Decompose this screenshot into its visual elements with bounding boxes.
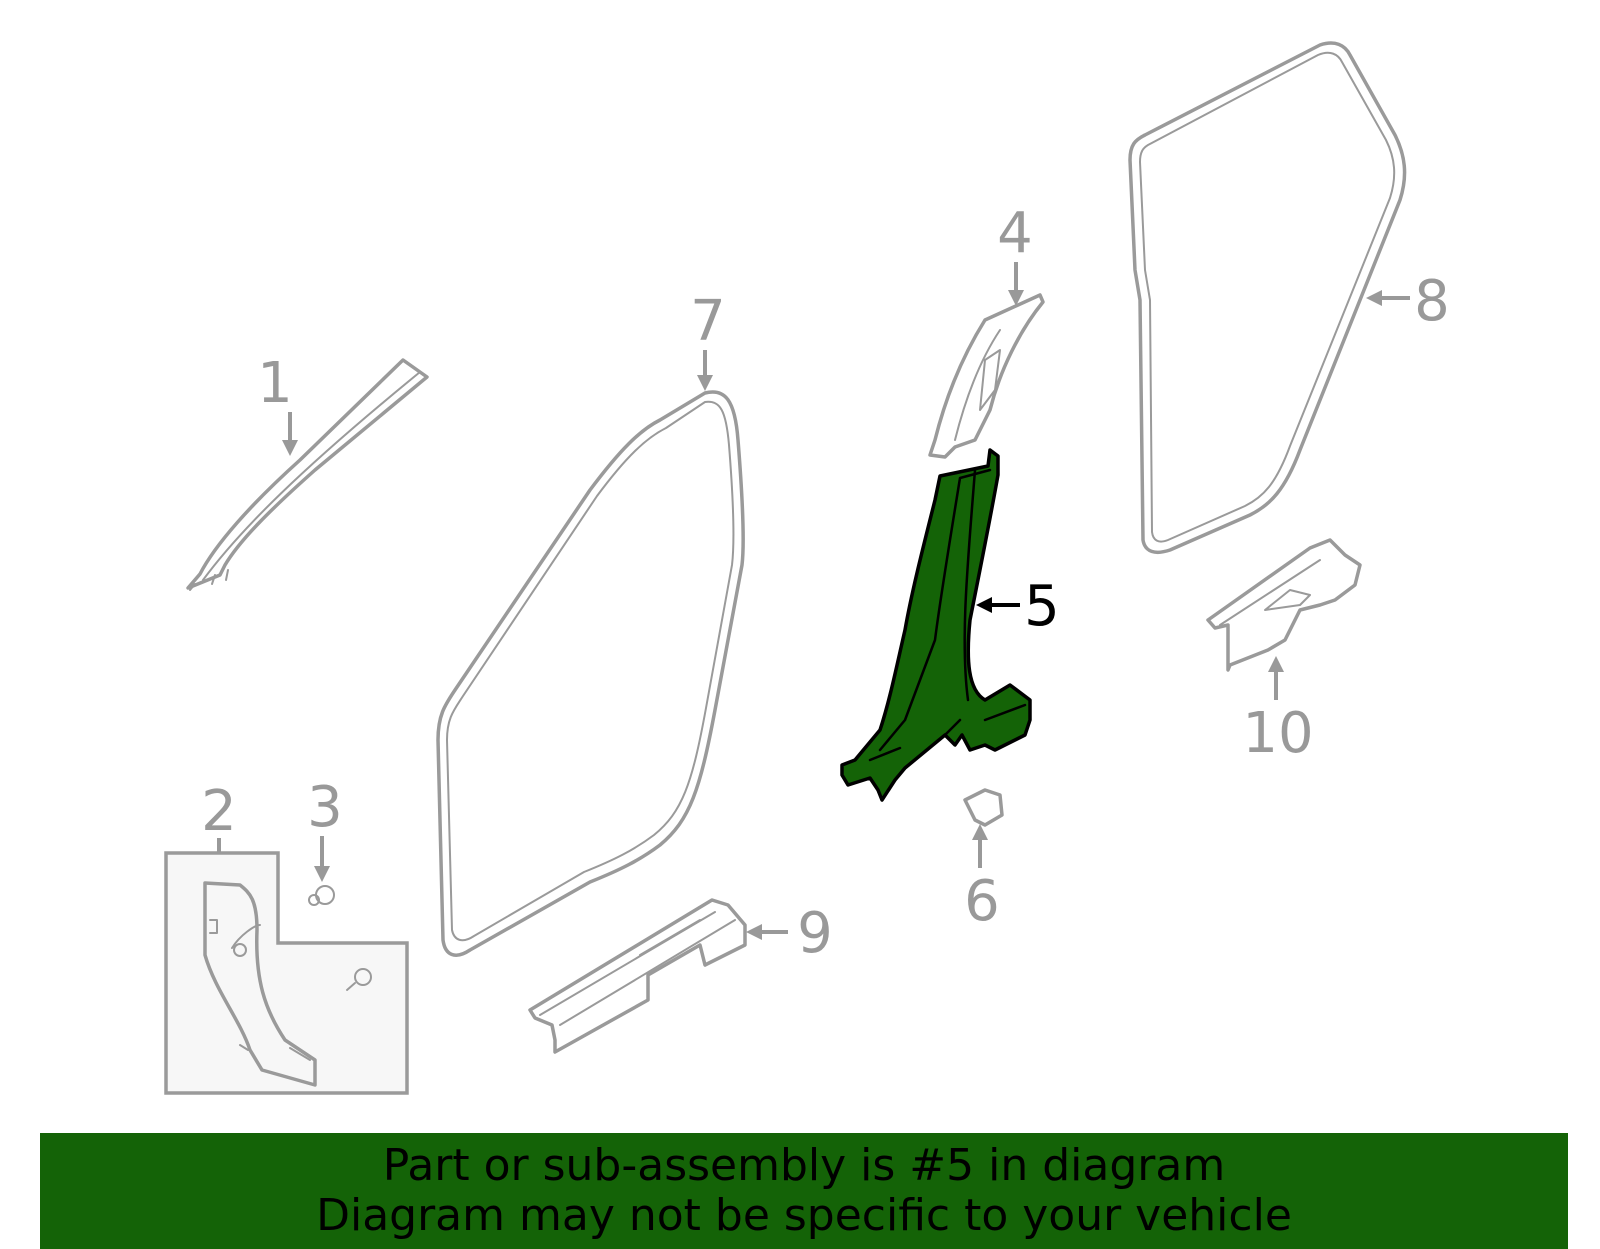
part-7-front-weatherstrip[interactable] (436, 390, 745, 957)
clip-icon (346, 968, 372, 991)
svg-text:1: 1 (257, 351, 293, 416)
callout-4: 4 (997, 201, 1033, 306)
callout-7: 7 (690, 289, 726, 391)
callout-8: 8 (1366, 269, 1450, 334)
banner-line-disclaimer: Diagram may not be specific to your vehi… (316, 1190, 1292, 1241)
part-2-inset-kit[interactable] (164, 838, 409, 1095)
part-9-front-scuff[interactable] (528, 898, 747, 1054)
part-1-pillar-trim[interactable] (186, 358, 429, 591)
part-4-upper-pillar[interactable] (928, 293, 1045, 459)
svg-text:9: 9 (797, 901, 833, 966)
svg-text:8: 8 (1414, 269, 1450, 334)
part-6-clip[interactable] (963, 788, 1004, 827)
callout-6: 6 (964, 824, 1000, 934)
svg-text:5: 5 (1024, 574, 1060, 639)
part-5-center-pillar-highlighted[interactable] (840, 448, 1032, 802)
callout-10: 10 (1242, 656, 1314, 766)
svg-text:3: 3 (307, 775, 343, 840)
callout-5: 5 (976, 574, 1060, 639)
svg-text:2: 2 (201, 779, 237, 844)
part-8-rear-weatherstrip[interactable] (1128, 41, 1407, 554)
svg-text:10: 10 (1242, 701, 1313, 766)
svg-text:6: 6 (964, 869, 1000, 934)
callout-9: 9 (746, 901, 833, 966)
svg-text:7: 7 (690, 289, 726, 354)
banner-line-part-number: Part or sub-assembly is #5 in diagram (382, 1140, 1226, 1191)
callout-3: 3 (307, 775, 343, 882)
part-10-rear-scuff[interactable] (1206, 538, 1362, 672)
diagram-notice-banner: Part or sub-assembly is #5 in diagram Di… (40, 1133, 1568, 1249)
svg-text:4: 4 (997, 201, 1033, 266)
callout-1: 1 (257, 351, 298, 456)
callout-2: 2 (201, 779, 237, 844)
part-3-clip[interactable] (308, 885, 335, 906)
